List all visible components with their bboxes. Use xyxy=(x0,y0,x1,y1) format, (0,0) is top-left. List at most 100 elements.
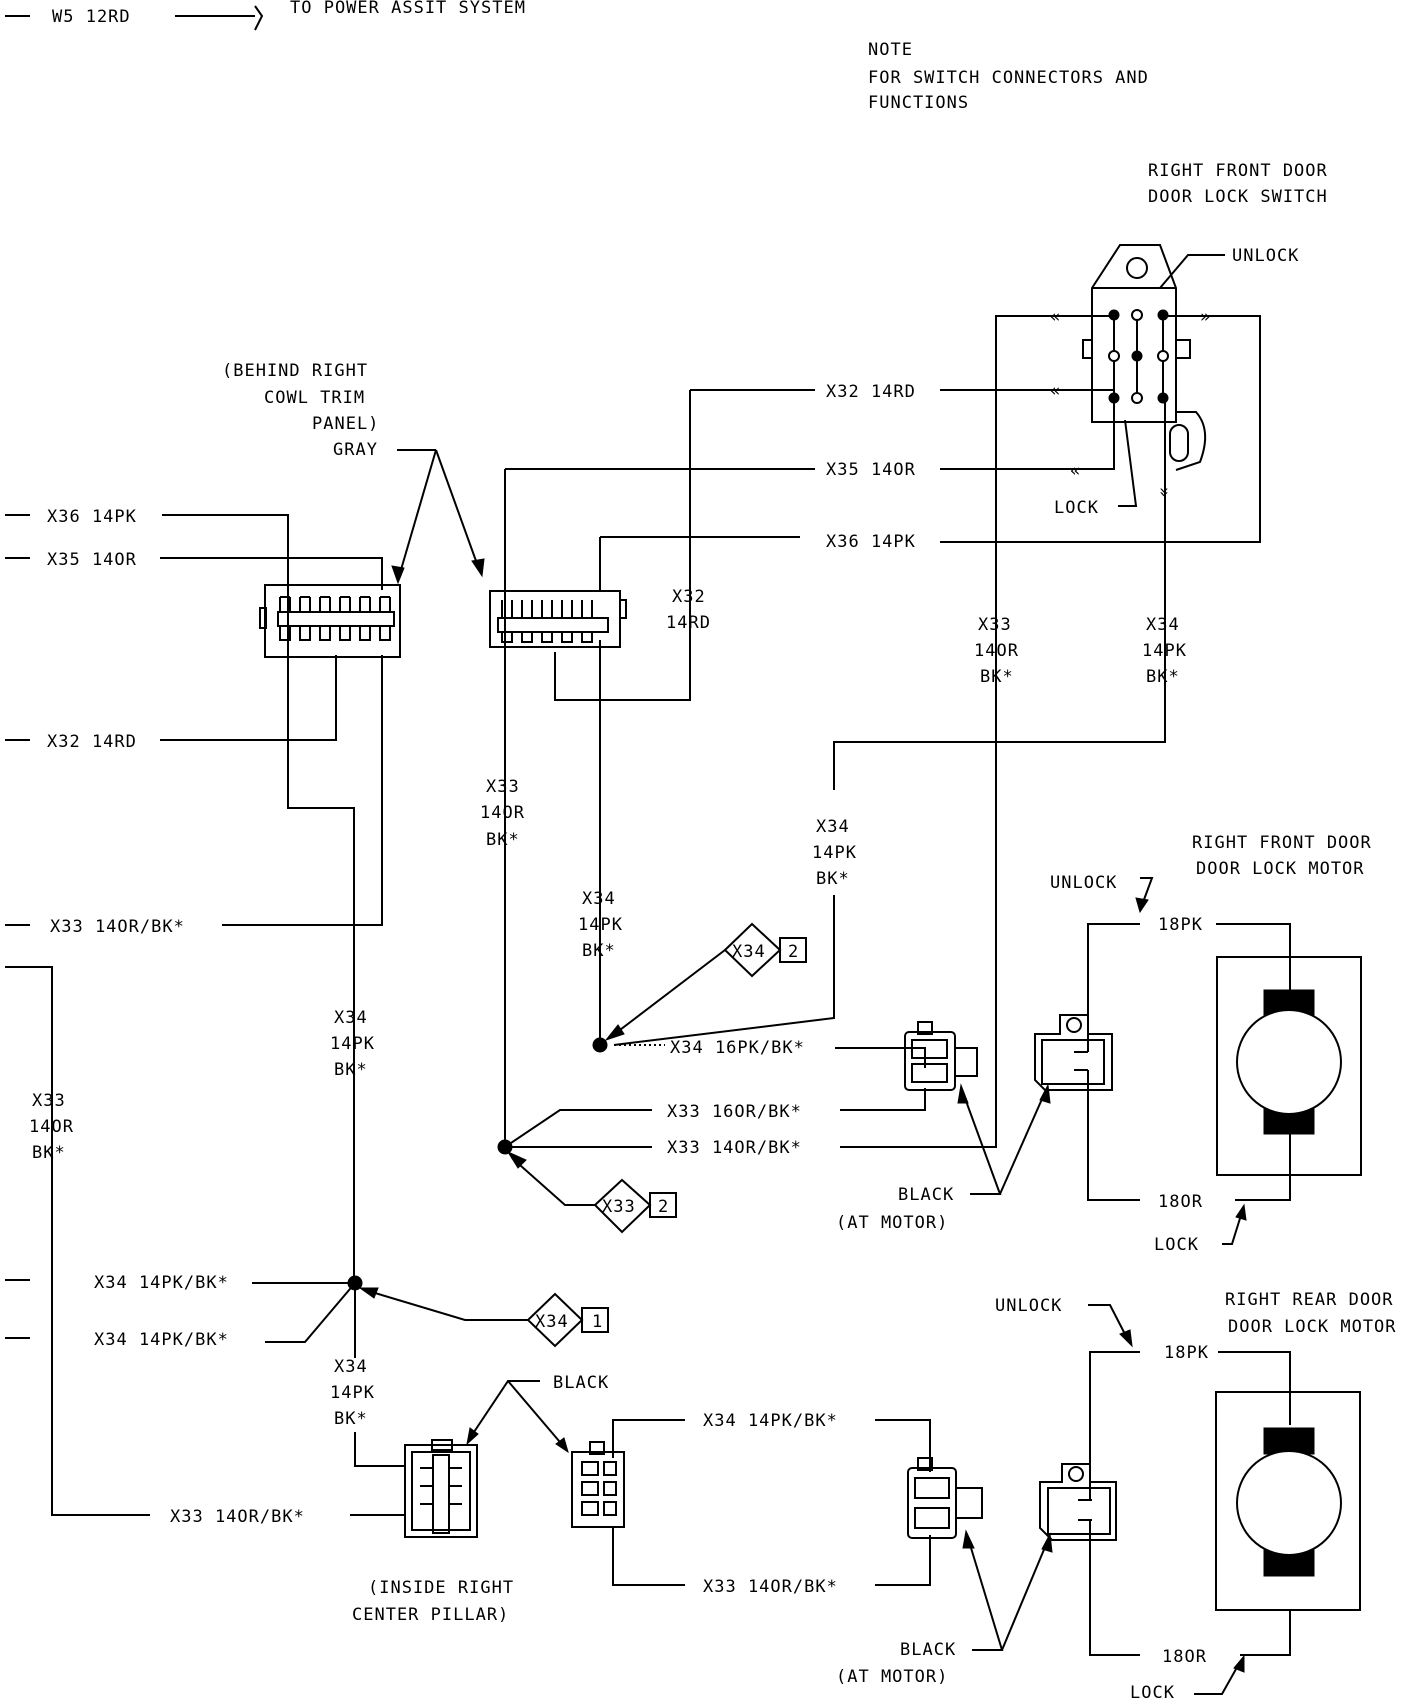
pillar-label-2: CENTER PILLAR) xyxy=(352,1605,509,1625)
wire-x33-far-left xyxy=(5,966,150,1516)
splice-badge-x34-2: X34 2 xyxy=(723,922,807,978)
rear-unlock-leader xyxy=(1088,1304,1129,1341)
rear-motor-lock: LOCK xyxy=(1130,1683,1175,1700)
cowl-arrow-right xyxy=(435,449,481,573)
cowl-label-1: (BEHIND RIGHT xyxy=(222,361,368,381)
switch-unlock-leader xyxy=(1159,254,1225,289)
arrowhead-icon xyxy=(466,1427,479,1446)
label-x33-14or-pillar: X33 14OR/BK* xyxy=(170,1507,305,1527)
rear-motor-unlock: UNLOCK xyxy=(995,1296,1062,1316)
label-x34-mid-1: X34 xyxy=(582,889,616,909)
label-x34-lower-2: 14PK xyxy=(330,1383,375,1403)
front-mating-connector xyxy=(904,1021,978,1091)
wire-x33-left xyxy=(222,655,383,926)
pillar-label-1: (INSIDE RIGHT xyxy=(368,1578,514,1598)
arrowhead-icon xyxy=(555,1437,569,1454)
top-wire-break-icon xyxy=(254,5,264,31)
wire-x36-left xyxy=(162,514,355,910)
label-x33-sw-1: X33 xyxy=(978,615,1012,635)
label-x33-far-2: 14OR xyxy=(29,1117,74,1137)
wire-x33-rear-start xyxy=(612,1526,685,1586)
front-lock-leader xyxy=(1222,1211,1243,1245)
arrowhead-icon xyxy=(1041,1532,1053,1553)
label-x33-sw-2: 14OR xyxy=(974,641,1019,661)
front-black-leader-1 xyxy=(961,1089,1002,1195)
label-x33-sw-3: BK* xyxy=(980,667,1014,687)
label-x32-v1: X32 xyxy=(672,587,706,607)
front-motor-title-1: RIGHT FRONT DOOR xyxy=(1192,833,1372,853)
front-door-lock-motor xyxy=(1216,956,1362,1176)
rear-motor-18or: 18OR xyxy=(1162,1647,1207,1667)
label-x34-14pk-rear: X34 14PK/BK* xyxy=(703,1411,838,1431)
label-x33-16or: X33 16OR/BK* xyxy=(667,1102,802,1122)
label-x34-left-3: BK* xyxy=(334,1060,368,1080)
label-x32-v2: 14RD xyxy=(666,613,711,633)
wire-x32-run xyxy=(554,390,691,701)
wire-x33-rear-end xyxy=(875,1535,931,1586)
front-motor-unlock: UNLOCK xyxy=(1050,873,1117,893)
left-label-x36: X36 14PK xyxy=(47,507,137,527)
connector-chevron-icon: « xyxy=(1070,461,1081,481)
label-x34-16pk: X34 16PK/BK* xyxy=(670,1038,805,1058)
pillar-black-label: BLACK xyxy=(553,1373,609,1393)
svg-text:1: 1 xyxy=(592,1312,603,1332)
rear-motor-connector xyxy=(1039,1463,1117,1541)
cowl-label-4: GRAY xyxy=(333,440,378,460)
label-x34-left-2: 14PK xyxy=(330,1034,375,1054)
label-x34-left-1: X34 xyxy=(334,1008,368,1028)
splice-x33-arrow xyxy=(511,1157,595,1206)
pillar-black-leader-1 xyxy=(469,1380,540,1439)
label-x34-lower-3: BK* xyxy=(334,1409,368,1429)
wire-x32-switch xyxy=(940,360,1115,391)
wire-x35-switch xyxy=(940,400,1115,470)
arrowhead-icon xyxy=(962,1529,975,1549)
label-x34-mid-3: BK* xyxy=(582,941,616,961)
label-x34-right-1: X34 xyxy=(816,817,850,837)
svg-text:X34: X34 xyxy=(535,1312,569,1332)
front-motor-connector xyxy=(1034,1014,1113,1091)
note-title: NOTE xyxy=(868,40,913,60)
rear-motor-wire-or xyxy=(1089,1520,1140,1656)
rear-mating-connector xyxy=(907,1457,983,1539)
label-x34-sw-3: BK* xyxy=(1146,667,1180,687)
rear-black-label: BLACK xyxy=(900,1640,956,1660)
switch-title-1: RIGHT FRONT DOOR xyxy=(1148,161,1328,181)
pillar-black-leader-2 xyxy=(507,1380,566,1449)
arrowhead-icon xyxy=(1039,1083,1051,1104)
rear-motor-title-1: RIGHT REAR DOOR xyxy=(1225,1290,1394,1310)
left-label-x35: X35 14OR xyxy=(47,550,137,570)
rear-black-label-2: (AT MOTOR) xyxy=(836,1667,948,1687)
cowl-connector-right xyxy=(489,590,627,648)
left-label-x33: X33 14OR/BK* xyxy=(50,917,185,937)
label-x34-14pk-a: X34 14PK/BK* xyxy=(94,1273,229,1293)
rear-motor-wire-or-right xyxy=(1240,1610,1291,1656)
wire-x34-to-pillar xyxy=(354,1432,405,1467)
wire-x35-left xyxy=(160,557,383,590)
pillar-connector-left xyxy=(404,1439,478,1538)
label-x34-right-2: 14PK xyxy=(812,843,857,863)
splice-x34-1-arrow xyxy=(364,1289,528,1321)
label-x34-sw-2: 14PK xyxy=(1142,641,1187,661)
top-wire-destination: TO POWER ASSIT SYSTEM xyxy=(290,0,526,18)
cowl-label-3: PANEL) xyxy=(312,414,379,434)
wire-x34-sw-around xyxy=(833,706,1166,790)
arrowhead-icon xyxy=(1235,1203,1247,1221)
wire-x33-switch xyxy=(995,315,1050,706)
cowl-arrow-left xyxy=(397,449,437,581)
door-lock-switch xyxy=(1082,244,1207,471)
rear-motor-wire-pk xyxy=(1089,1351,1140,1500)
front-motor-18pk: 18PK xyxy=(1158,915,1203,935)
wire-x34-16pk xyxy=(835,1047,926,1068)
front-black-leader-2 xyxy=(999,1089,1047,1195)
front-motor-title-2: DOOR LOCK MOTOR xyxy=(1196,859,1365,879)
svg-text:2: 2 xyxy=(658,1197,669,1217)
splice-badge-x34-1: X34 1 xyxy=(526,1292,609,1348)
front-motor-lock: LOCK xyxy=(1154,1235,1199,1255)
svg-text:X34: X34 xyxy=(732,942,766,962)
arrowhead-icon xyxy=(1233,1654,1245,1673)
front-black-label: BLACK xyxy=(898,1185,954,1205)
switch-title-2: DOOR LOCK SWITCH xyxy=(1148,187,1328,207)
wire-x34-14pk-b xyxy=(265,1282,356,1343)
front-motor-wire-pk xyxy=(1087,923,1140,1052)
